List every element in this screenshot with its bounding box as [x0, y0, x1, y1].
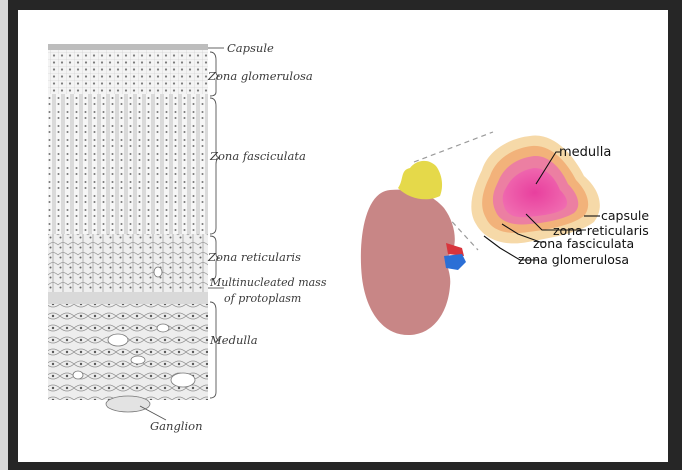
- label-ganglion: Ganglion: [150, 419, 203, 433]
- label-medulla-histology: Medulla: [209, 333, 258, 347]
- capsule-layer: [48, 44, 208, 50]
- label-capsule-histology: Capsule: [227, 41, 274, 55]
- label-multinucleated-2: of protoplasm: [224, 292, 301, 305]
- label-reticularis-histology: Zona reticularis: [207, 250, 301, 264]
- label-medulla-gland: medulla: [559, 145, 611, 160]
- adrenal-figure: Capsule Zona glomerulosa Zona fasciculat…: [18, 10, 668, 462]
- renal-artery: [446, 243, 464, 256]
- label-capsule-gland: capsule: [601, 208, 649, 223]
- gland-illustration: medulla capsule zona reticularis zona fa…: [361, 132, 650, 335]
- kidney-shape: [361, 190, 455, 335]
- figure-canvas: Capsule Zona glomerulosa Zona fasciculat…: [18, 10, 668, 462]
- label-glomerulosa-gland: zona glomerulosa: [518, 252, 629, 267]
- ganglion-shape: [106, 396, 150, 412]
- label-fasciculata-gland: zona fasciculata: [533, 236, 634, 251]
- fasciculata-layer: [48, 94, 208, 234]
- glomerulosa-layer: [48, 50, 208, 94]
- histology-section: Capsule Zona glomerulosa Zona fasciculat…: [48, 41, 327, 433]
- multinucleated-layer: [48, 292, 208, 304]
- reticularis-layer: [48, 234, 208, 292]
- label-multinucleated-1: Multinucleated mass: [209, 276, 327, 289]
- label-fasciculata-histology: Zona fasciculata: [209, 149, 306, 163]
- label-glomerulosa-histology: Zona glomerulosa: [207, 69, 313, 83]
- renal-vein: [444, 254, 466, 270]
